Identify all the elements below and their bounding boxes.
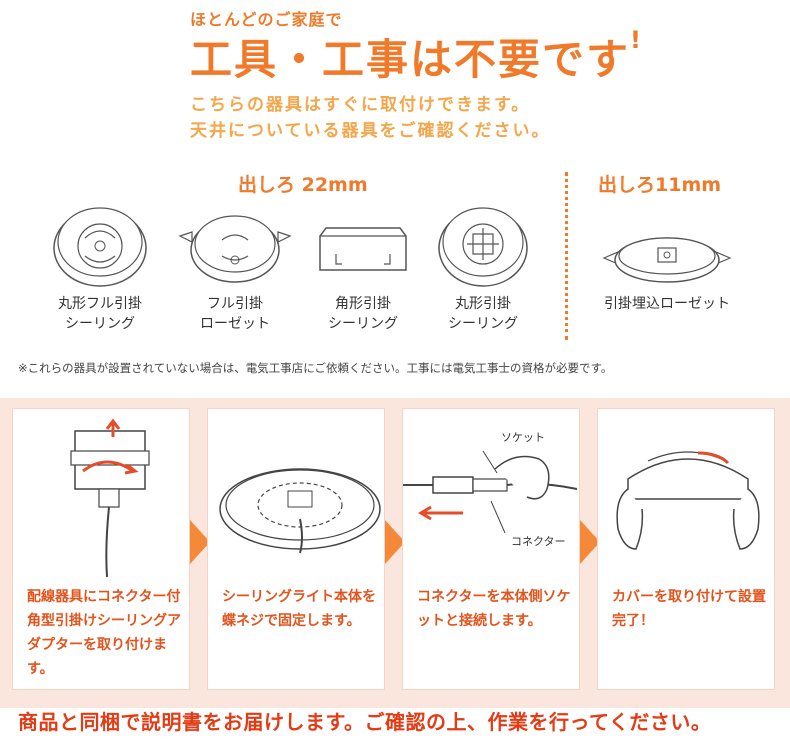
step-2-card: シーリングライト本体を蝶ネジで固定します。 — [207, 408, 385, 690]
socket-label: ソケット — [501, 431, 545, 444]
header-small-text: ほとんどのご家庭で — [190, 10, 343, 29]
fixture-name-line2: シーリング — [328, 316, 398, 332]
fixture-name-line1: 角形引掛 — [335, 296, 391, 312]
step-4-card: カバーを取り付けて設置完了！ — [597, 408, 775, 690]
cover-installation-icon — [616, 451, 760, 550]
installation-note: ※これらの器具が設置されていない場合は、電気工事店にご依頼ください。工事には電気… — [18, 361, 613, 375]
fixture-name-line2: シーリング — [448, 316, 518, 332]
header-title-text: 工具・工事は不要です — [190, 35, 631, 84]
arrow-right-icon — [190, 520, 210, 564]
round-hook-ceiling-icon — [438, 207, 528, 287]
step-1-description: 配線器具にコネクター付角型引掛けシーリングアダプターを取り付けます。 — [27, 589, 181, 677]
step-3-description: コネクターを本体側ソケットと接続します。 — [417, 589, 571, 629]
hook-embedded-rosette-icon — [602, 237, 732, 283]
fixture-name-line1: フル引掛 — [207, 296, 263, 312]
fixture-full-hook-rosette: フル引掛ローゼット — [170, 198, 300, 334]
step-2-description: シーリングライト本体を蝶ネジで固定します。 — [222, 589, 376, 629]
connector-label: コネクター — [511, 535, 566, 548]
round-full-hook-ceiling-icon — [53, 207, 147, 287]
header-title-bang: ! — [630, 26, 643, 54]
fixture-round-full-hook-ceiling: 丸形フル引掛シーリング — [35, 198, 165, 334]
step-3-card: ソケット コネクター コネクターを本体側ソケットと接続します。 — [402, 408, 580, 690]
step-1-card: 配線器具にコネクター付角型引掛けシーリングアダプターを取り付けます。 — [12, 408, 190, 690]
ceiling-light-body-icon — [219, 468, 381, 554]
section-label-22mm: 出しろ 22mm — [238, 174, 368, 196]
header-subtitle-1: こちらの器具はすぐに取付けできます。 — [190, 95, 531, 115]
header-title: 工具・工事は不要です! — [190, 26, 643, 87]
fixture-square-hook-ceiling: 角形引掛シーリング — [298, 198, 428, 334]
fixture-round-hook-ceiling: 丸形引掛シーリング — [418, 198, 548, 334]
adapter-illustration-icon — [70, 418, 150, 578]
fixture-hook-embedded-rosette: 引掛埋込ローゼット — [582, 198, 752, 314]
fixture-name-line2: シーリング — [65, 316, 135, 332]
arrow-right-icon — [580, 520, 600, 564]
step-4-description: カバーを取り付けて設置完了！ — [612, 589, 766, 629]
fixture-name-line1: 丸形フル引掛 — [58, 296, 142, 312]
square-hook-ceiling-icon — [319, 227, 407, 271]
full-hook-rosette-icon — [178, 215, 292, 283]
connector-connection-icon — [403, 450, 578, 534]
section-label-11mm: 出しろ11mm — [598, 174, 722, 196]
section-divider — [565, 172, 568, 340]
fixture-name-line1: 引掛埋込ローゼット — [604, 296, 730, 312]
footer-notice: 商品と同梱で説明書をお届けします。ご確認の上、作業を行ってください。 — [18, 710, 712, 734]
arrow-right-icon — [385, 520, 405, 564]
fixture-name-line2: ローゼット — [200, 316, 270, 332]
header-subtitle-2: 天井についている器具をご確認ください。 — [190, 121, 551, 141]
fixture-name-line1: 丸形引掛 — [455, 296, 511, 312]
